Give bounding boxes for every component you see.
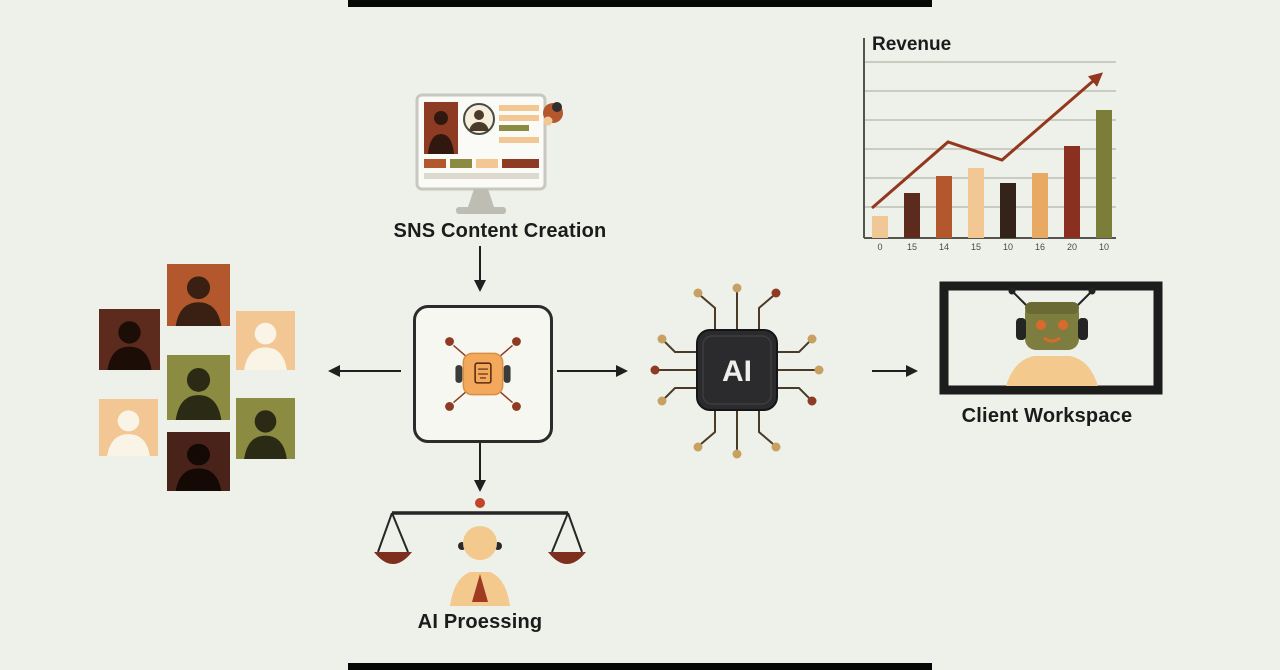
revenue-bar-label: 15 bbox=[906, 242, 918, 252]
revenue-bar-group: 10 bbox=[1096, 62, 1112, 252]
revenue-bar bbox=[904, 193, 920, 238]
ai-processing-label: AI Proessing bbox=[417, 611, 543, 633]
person-silhouette-icon bbox=[175, 443, 222, 491]
audience-avatar-tile bbox=[167, 264, 230, 326]
revenue-bar-group: 0 bbox=[872, 62, 888, 252]
top-letterbox-bar bbox=[348, 0, 932, 7]
bottom-letterbox-bar bbox=[348, 663, 932, 670]
ai-chip-label: AI bbox=[722, 355, 752, 388]
audience-avatar-tile bbox=[236, 398, 295, 459]
revenue-bar-label: 10 bbox=[1098, 242, 1110, 252]
revenue-line-svg bbox=[871, 72, 1104, 210]
audience-avatar-tile bbox=[167, 432, 230, 491]
revenue-bar bbox=[872, 216, 888, 238]
revenue-bar-group: 10 bbox=[1000, 62, 1016, 252]
audience-avatar-tile bbox=[167, 355, 230, 420]
revenue-bar-group: 15 bbox=[968, 62, 984, 252]
revenue-title: Revenue bbox=[872, 34, 952, 55]
revenue-bar-label: 10 bbox=[1002, 242, 1014, 252]
revenue-bar bbox=[936, 176, 952, 238]
revenue-bar bbox=[968, 168, 984, 238]
audience-avatar-tile bbox=[99, 309, 160, 370]
revenue-bar bbox=[1096, 110, 1112, 238]
revenue-bar bbox=[1000, 183, 1016, 238]
revenue-bar-label: 14 bbox=[938, 242, 950, 252]
ai-chip-icon: AI bbox=[650, 283, 824, 459]
person-silhouette-icon bbox=[175, 368, 222, 420]
revenue-bar-label: 16 bbox=[1034, 242, 1046, 252]
revenue-bar-label: 20 bbox=[1066, 242, 1078, 252]
client-monitor-icon bbox=[939, 281, 1163, 395]
revenue-bar-group: 20 bbox=[1064, 62, 1080, 252]
hub-chip-icon bbox=[445, 337, 521, 411]
person-silhouette-icon bbox=[244, 322, 287, 370]
person-silhouette-icon bbox=[175, 276, 222, 326]
revenue-bar bbox=[1064, 146, 1080, 238]
revenue-bar-group: 16 bbox=[1032, 62, 1048, 252]
revenue-bar bbox=[1032, 173, 1048, 238]
person-silhouette-icon bbox=[244, 410, 287, 459]
audience-avatar-tile bbox=[99, 399, 158, 456]
revenue-bars: 0 15 14 15 10 16 20 10 bbox=[872, 62, 1112, 252]
sns-monitor-illustration-icon bbox=[415, 93, 563, 214]
sns-label: SNS Content Creation bbox=[393, 220, 607, 242]
justice-scales-icon bbox=[374, 498, 586, 606]
hub-box bbox=[413, 305, 553, 443]
audience-avatar-tile bbox=[236, 311, 295, 370]
client-label: Client Workspace bbox=[961, 405, 1133, 427]
revenue-bar-group: 14 bbox=[936, 62, 952, 252]
revenue-chart: 0 15 14 15 10 16 20 10 Revenue bbox=[850, 30, 1122, 252]
revenue-bar-label: 0 bbox=[877, 242, 883, 252]
person-silhouette-icon bbox=[107, 410, 150, 456]
person-silhouette-icon bbox=[107, 321, 152, 370]
revenue-bar-label: 15 bbox=[970, 242, 982, 252]
revenue-bar-group: 15 bbox=[904, 62, 920, 252]
revenue-trend-line bbox=[871, 72, 1104, 210]
